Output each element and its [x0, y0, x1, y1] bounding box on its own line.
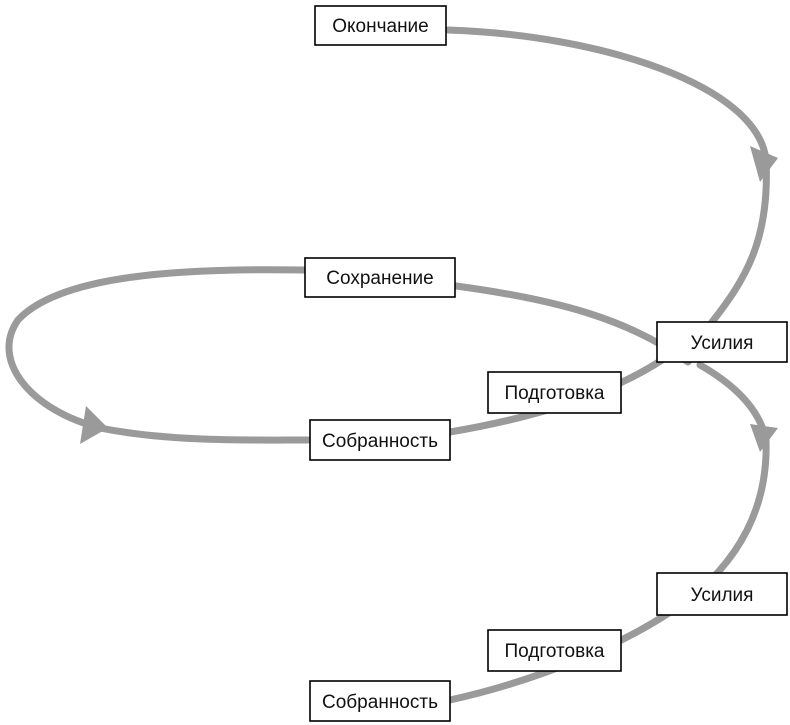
loop-saving-to-composure [5, 266, 312, 444]
node-sokhranenie: Сохранение [304, 257, 456, 298]
flow-lines [5, 26, 770, 704]
arrow-right-left-loop-icon [80, 406, 108, 444]
node-usiliya-lower: Усилия [656, 572, 788, 616]
node-podgotovka-lower: Подготовка [487, 629, 622, 672]
arrow-up-right-lower-icon [750, 424, 778, 452]
arc-saving-to-effort [452, 282, 692, 366]
node-label: Окончание [332, 16, 429, 37]
node-label: Подготовка [504, 383, 604, 404]
node-okonchanie: Окончание [314, 5, 447, 46]
node-label: Собранность [322, 431, 438, 452]
node-podgotovka-upper: Подготовка [487, 371, 622, 414]
node-sobrannost-upper: Собранность [309, 419, 451, 461]
arrow-up-right-upper-icon [750, 146, 778, 182]
arrowheads [80, 146, 778, 452]
node-label: Усилия [691, 585, 754, 606]
node-usiliya-upper: Усилия [656, 321, 788, 363]
node-sobrannost-lower: Собранность [309, 680, 451, 722]
arc-effort-to-ending [444, 26, 770, 326]
node-label: Усилия [691, 333, 754, 354]
node-label: Подготовка [504, 641, 604, 662]
node-label: Собранность [322, 692, 438, 713]
node-label: Сохранение [326, 268, 433, 289]
